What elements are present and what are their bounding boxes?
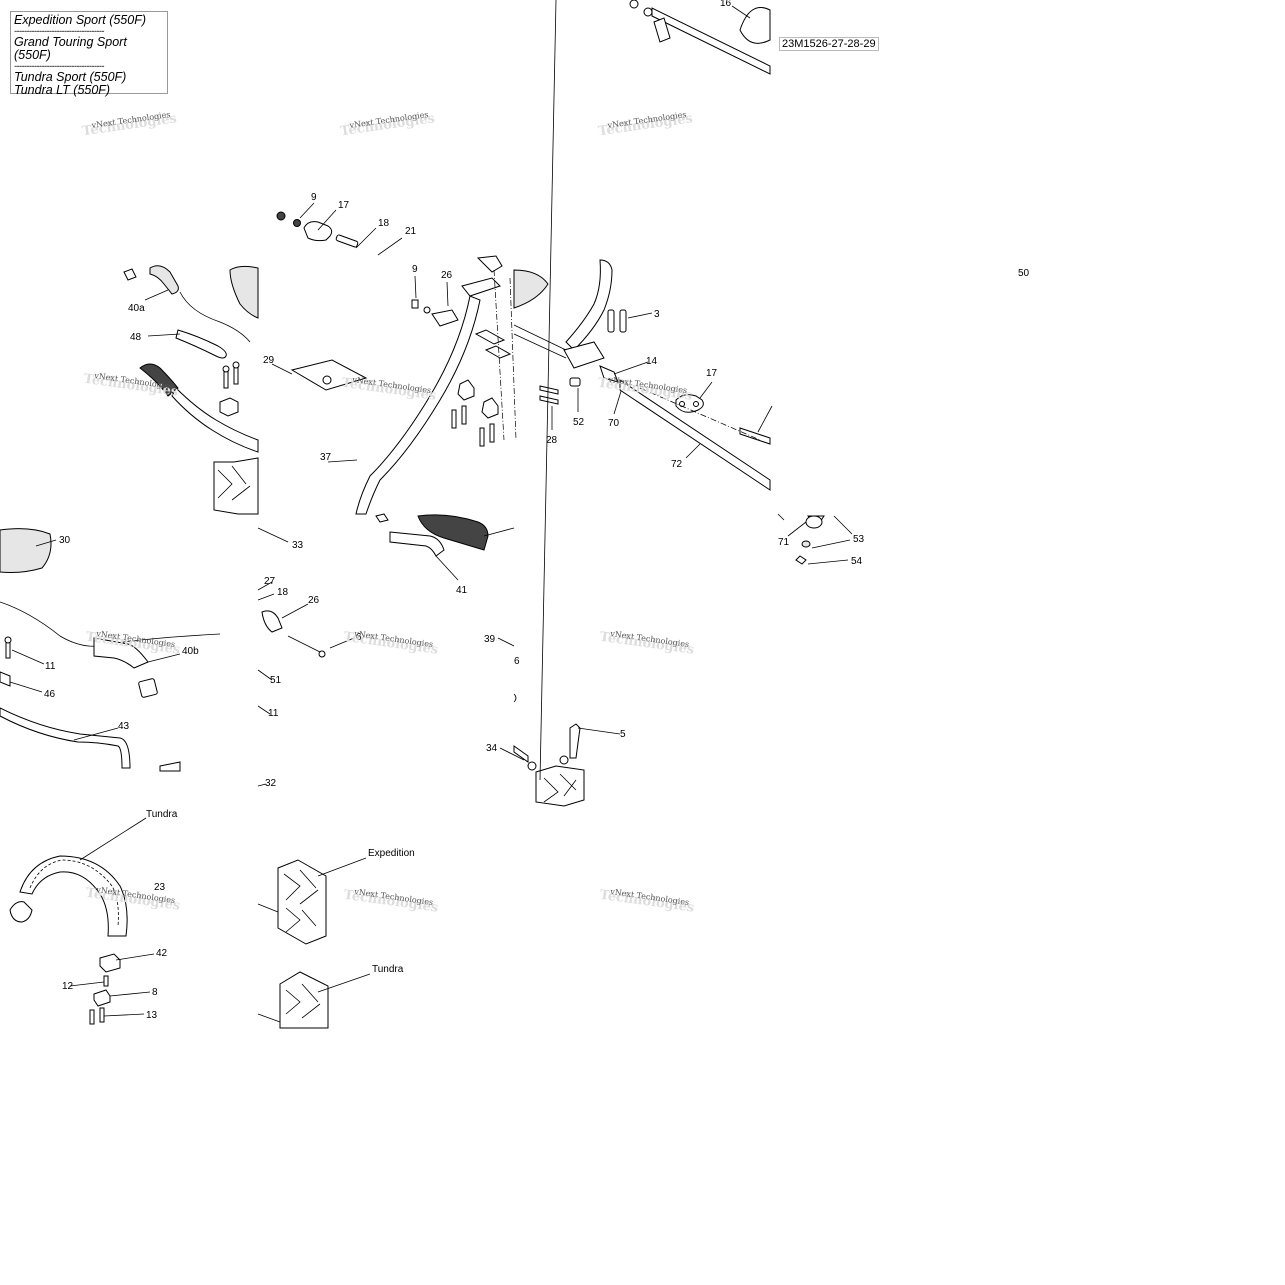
- callout-33: 33: [292, 540, 304, 551]
- callout-72: 72: [671, 459, 683, 470]
- callout-labels: 16 9 17 18 21 9 26 40a 48 29 3 14 17 70 …: [44, 0, 1030, 1021]
- callout-13: 13: [146, 1010, 158, 1021]
- steering-end-tile: [777, 513, 853, 565]
- callout-37: 37: [320, 452, 332, 463]
- callout-12: 12: [62, 981, 74, 992]
- callout-46: 46: [44, 689, 56, 700]
- callout-26b: 26: [308, 595, 320, 606]
- callout-43: 43: [118, 721, 130, 732]
- handle-bracket-tile: [499, 0, 621, 807]
- callout-18b: 18: [277, 587, 289, 598]
- callout-17b: 17: [706, 368, 718, 379]
- legend-model-3: Tundra Sport (550F): [14, 70, 127, 84]
- callout-53: 53: [853, 534, 865, 545]
- tundra-handle-tile: [9, 817, 155, 1025]
- callout-11: 11: [45, 661, 56, 672]
- callout-34: 34: [486, 743, 498, 754]
- callout-40b: 40b: [182, 646, 199, 657]
- callout-42: 42: [156, 948, 168, 959]
- callout-41: 41: [456, 585, 468, 596]
- callout-51: 51: [270, 675, 282, 686]
- label-tundra-handle: Tundra: [146, 809, 178, 820]
- hose-assembly-tile: [123, 265, 259, 515]
- callout-14: 14: [646, 356, 658, 367]
- label-tundra-bracket: Tundra: [372, 964, 404, 975]
- legend-separator: ------------------------------------: [14, 26, 104, 36]
- callout-17: 17: [338, 200, 350, 211]
- callout-27: 27: [264, 576, 276, 587]
- legend-model-1: Expedition Sport (550F): [14, 13, 147, 27]
- callout-52: 52: [573, 417, 585, 428]
- callout-21: 21: [405, 226, 417, 237]
- tie-rod-top-tile: [629, 0, 771, 75]
- steering-linkage-tile: [513, 259, 773, 491]
- callout-18: 18: [378, 218, 390, 229]
- callout-6: 6: [356, 632, 362, 643]
- callout-40a: 40a: [128, 303, 145, 314]
- legend-model-2: Grand Touring Sport (550F): [14, 35, 127, 62]
- callout-11b: 11: [268, 708, 279, 719]
- grab-handle-tile: [257, 513, 515, 787]
- legend-model-4: Tundra LT (550F): [14, 83, 111, 97]
- callout-23: 23: [154, 882, 166, 893]
- callout-54: 54: [851, 556, 863, 567]
- callout-29: 29: [263, 355, 275, 366]
- callout-39: 39: [484, 634, 496, 645]
- frame-rail-tile: [0, 528, 221, 772]
- callout-5: 5: [620, 729, 626, 740]
- callout-6b: 6: [514, 656, 520, 667]
- callout-9b: 9: [412, 264, 418, 275]
- diagram-reference-code: 23M1526-27-28-29: [779, 37, 879, 51]
- callout-8: 8: [152, 987, 158, 998]
- callout-70: 70: [608, 418, 620, 429]
- side-bracket-tile: [257, 857, 371, 1029]
- callout-28: 28: [546, 435, 558, 446]
- steering-column-tile: [271, 202, 549, 515]
- callout-26: 26: [441, 270, 453, 281]
- callout-9: 9: [311, 192, 317, 203]
- model-legend: Expedition Sport (550F) ----------------…: [10, 11, 168, 97]
- callout-3: 3: [654, 309, 660, 320]
- callout-32: 32: [265, 778, 277, 789]
- callout-71: 71: [778, 537, 790, 548]
- callout-50: 50: [1018, 268, 1030, 279]
- callout-30: 30: [59, 535, 71, 546]
- callout-16: 16: [720, 0, 732, 9]
- label-expedition-bracket: Expedition: [368, 848, 415, 859]
- legend-separator: ------------------------------------: [14, 61, 104, 71]
- callout-48: 48: [130, 332, 142, 343]
